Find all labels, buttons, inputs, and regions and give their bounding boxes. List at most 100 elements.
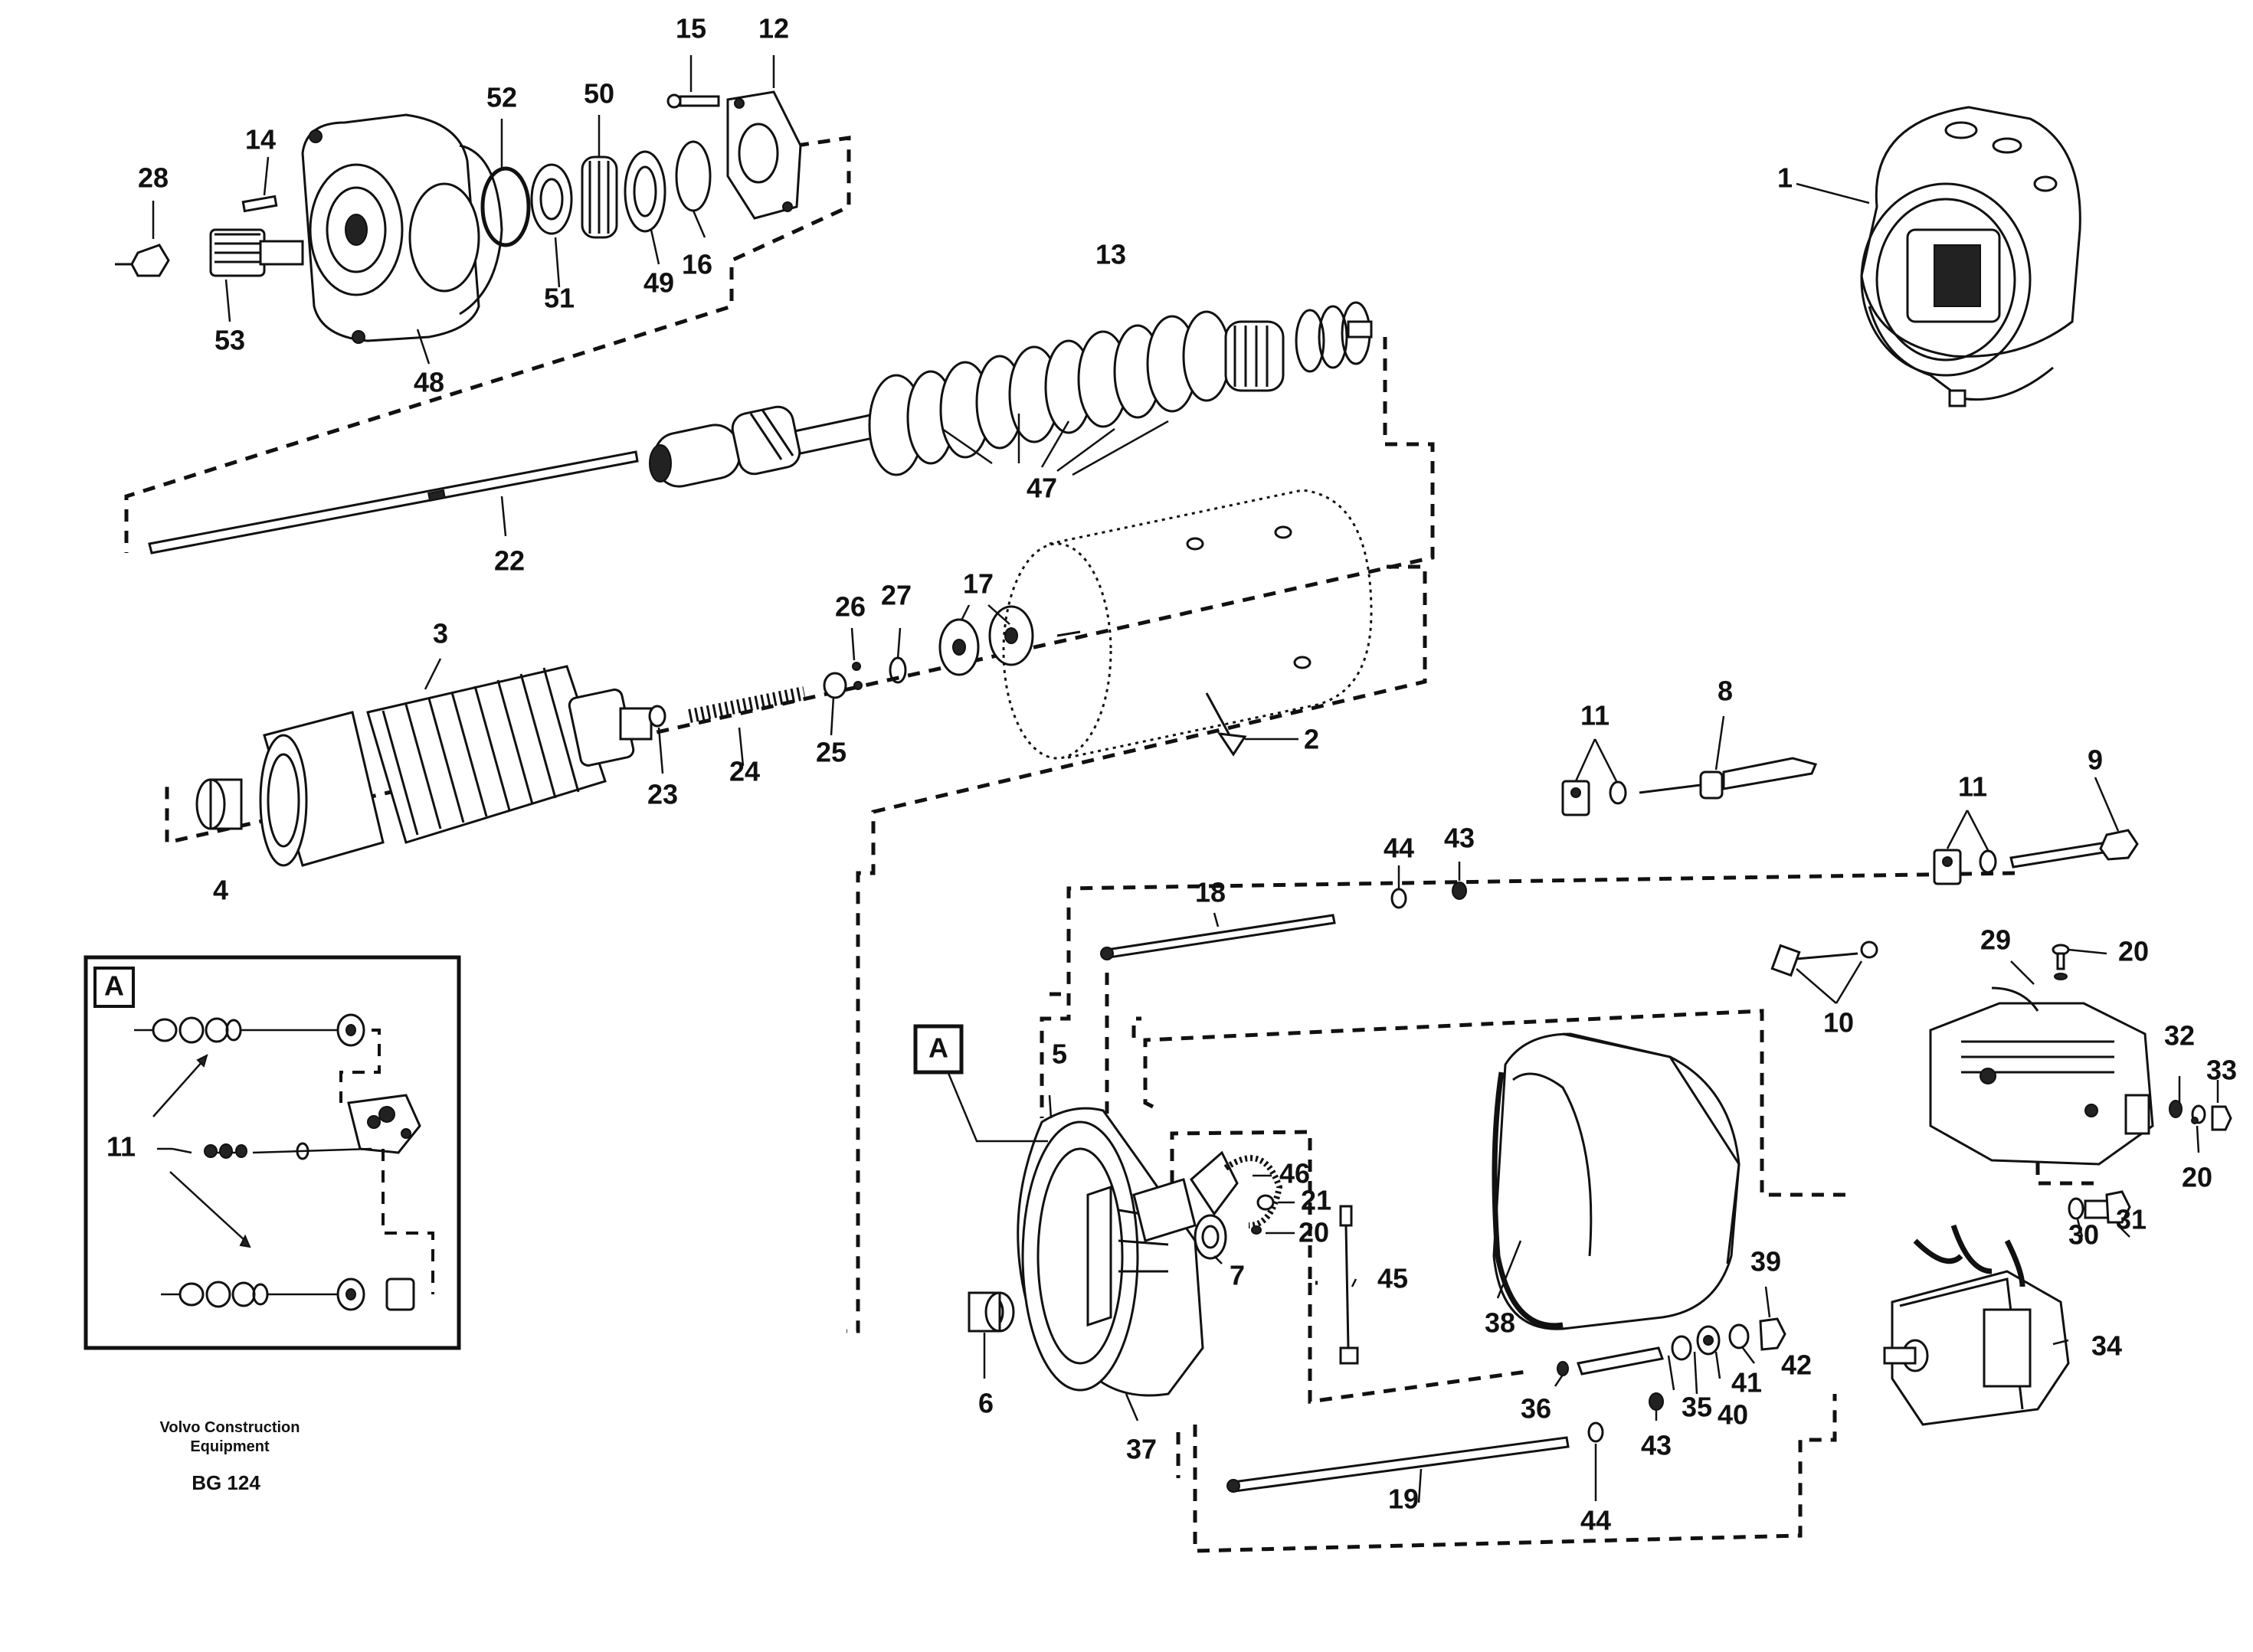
brush-part-46 bbox=[1190, 1150, 1283, 1228]
callout-9: 9 bbox=[2088, 744, 2103, 776]
key-part-14 bbox=[241, 195, 278, 213]
insulator-part-11-lower bbox=[1933, 849, 1997, 885]
callout-41: 41 bbox=[1731, 1367, 1762, 1398]
yoke-housing-dotted bbox=[1002, 489, 1373, 760]
terminal-part-10 bbox=[1770, 940, 1878, 977]
screw-part-2 bbox=[1205, 692, 1247, 757]
callout-47: 47 bbox=[1027, 473, 1057, 504]
callout-51: 51 bbox=[544, 283, 575, 314]
bearing-plate-part-12 bbox=[726, 90, 802, 220]
spring-part-24 bbox=[688, 686, 806, 723]
clutch-assembly-part-13 bbox=[649, 405, 892, 488]
clutch-plates-part-47 bbox=[868, 301, 1373, 476]
callout-10: 10 bbox=[1823, 1007, 1854, 1039]
callout-43-upper: 43 bbox=[1444, 823, 1475, 854]
callout-labels: 1 2 3 4 5 6 7 8 9 10 11 11 12 13 14 15 1… bbox=[138, 13, 2237, 1536]
footer: Volvo Construction Equipment BG 124 bbox=[160, 1419, 300, 1494]
callout-37: 37 bbox=[1126, 1434, 1157, 1465]
callout-42: 42 bbox=[1781, 1349, 1812, 1381]
callout-48: 48 bbox=[414, 367, 444, 398]
callout-11-upper: 11 bbox=[1580, 700, 1610, 731]
yoke-band-part-38 bbox=[1492, 1032, 1741, 1330]
ball-part-26 bbox=[852, 662, 863, 690]
bolt-parts-36-35-40-41-42-39 bbox=[1557, 1317, 1786, 1376]
part-7 bbox=[1194, 1214, 1227, 1260]
callout-17: 17 bbox=[963, 568, 994, 600]
callout-1: 1 bbox=[1777, 162, 1793, 194]
callout-7: 7 bbox=[1230, 1260, 1245, 1291]
callout-38: 38 bbox=[1485, 1307, 1515, 1339]
callout-33: 33 bbox=[2206, 1055, 2237, 1086]
callout-44-upper: 44 bbox=[1384, 833, 1414, 864]
detail-fastener-row-1 bbox=[134, 1013, 365, 1047]
callout-53: 53 bbox=[214, 325, 245, 356]
bearing-parts-50-51 bbox=[530, 155, 618, 239]
callout-45: 45 bbox=[1377, 1263, 1408, 1294]
callout-12: 12 bbox=[758, 13, 789, 44]
callout-13: 13 bbox=[1095, 239, 1126, 270]
callout-18: 18 bbox=[1195, 877, 1226, 908]
bearing-part-6 bbox=[968, 1291, 1015, 1333]
callout-20-right: 20 bbox=[2182, 1162, 2212, 1193]
callout-20-mid: 20 bbox=[1298, 1217, 1329, 1248]
detail-box-tag: A bbox=[104, 970, 124, 1002]
insulator-part-11-upper bbox=[1561, 780, 1627, 816]
callout-21: 21 bbox=[1301, 1185, 1331, 1216]
callout-6: 6 bbox=[978, 1388, 994, 1419]
callout-22: 22 bbox=[494, 545, 525, 577]
callout-26: 26 bbox=[835, 591, 866, 623]
detail-ref-tag-a: A bbox=[913, 1024, 964, 1075]
callout-44-lower: 44 bbox=[1580, 1505, 1611, 1536]
footer-code: BG 124 bbox=[192, 1471, 260, 1494]
screw-washer-part-20-top bbox=[2052, 944, 2070, 980]
shaft-part-22 bbox=[148, 450, 639, 554]
callout-50: 50 bbox=[584, 78, 614, 110]
detail-terminal bbox=[347, 1094, 421, 1154]
detail-fastener-row-2 bbox=[172, 1142, 372, 1160]
detail-ref-tag-text: A bbox=[928, 1032, 948, 1064]
callout-2: 2 bbox=[1304, 724, 1319, 755]
part-25 bbox=[823, 672, 847, 699]
washer-part-23 bbox=[648, 705, 666, 728]
field-coil-part-1 bbox=[1860, 106, 2081, 407]
callout-23: 23 bbox=[647, 779, 678, 810]
callout-16: 16 bbox=[682, 249, 712, 280]
callout-34: 34 bbox=[2091, 1330, 2122, 1362]
callout-27: 27 bbox=[881, 580, 912, 611]
callout-49: 49 bbox=[643, 267, 674, 299]
lead-wire-part-45 bbox=[1339, 1205, 1359, 1365]
nuts-parts-44-43-upper bbox=[1390, 882, 1467, 909]
armature-part-3 bbox=[259, 665, 653, 867]
callout-39: 39 bbox=[1750, 1246, 1781, 1277]
callout-11-lower: 11 bbox=[1958, 771, 1987, 803]
nut-part-28 bbox=[115, 244, 170, 277]
screw-part-15 bbox=[666, 93, 720, 109]
callout-30: 30 bbox=[2068, 1219, 2099, 1251]
pinion-part-53 bbox=[209, 228, 304, 277]
callout-14: 14 bbox=[245, 124, 276, 155]
fasteners-parts-30-31 bbox=[2068, 1190, 2131, 1224]
callout-20-top: 20 bbox=[2118, 936, 2149, 967]
callout-32: 32 bbox=[2164, 1020, 2195, 1052]
washers-part-17 bbox=[938, 605, 1034, 676]
drive-end-housing-part-48 bbox=[301, 113, 503, 344]
callout-46: 46 bbox=[1279, 1158, 1310, 1189]
commutator-end-housing-part-37 bbox=[1017, 1107, 1204, 1397]
callout-15: 15 bbox=[676, 13, 706, 44]
callout-43-lower: 43 bbox=[1641, 1430, 1672, 1461]
callout-52: 52 bbox=[486, 82, 517, 113]
brush-plate-part-29 bbox=[1929, 986, 2154, 1166]
rod-part-18 bbox=[1100, 914, 1336, 960]
callout-35: 35 bbox=[1682, 1392, 1712, 1423]
callout-3: 3 bbox=[433, 618, 448, 649]
cable-part-8 bbox=[1639, 757, 1818, 800]
detail-callout-11: 11 bbox=[106, 1131, 136, 1163]
solenoid-switch-part-34 bbox=[1883, 1224, 2070, 1426]
footer-line-1: Volvo Construction bbox=[160, 1419, 300, 1436]
assembly-dashed-lines bbox=[124, 136, 2095, 1553]
callout-31: 31 bbox=[2116, 1204, 2147, 1235]
callout-4: 4 bbox=[213, 875, 228, 906]
footer-line-2: Equipment bbox=[190, 1438, 270, 1455]
callout-8: 8 bbox=[1718, 676, 1733, 707]
